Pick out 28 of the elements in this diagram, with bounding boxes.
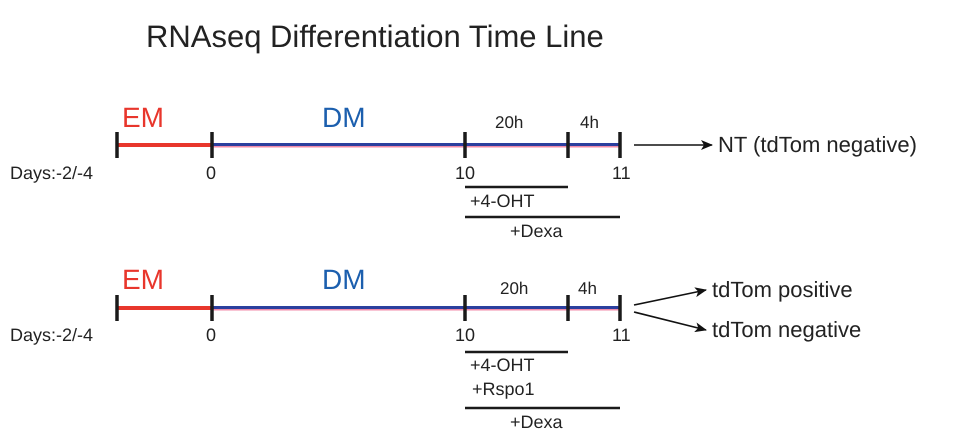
timeline-label: 11 [612,326,631,344]
outcome-label: NT (tdTom negative) [718,131,917,159]
arrow [634,287,707,306]
timeline-label: 0 [206,164,216,182]
timeline-label: Days:-2/-4 [10,326,94,344]
medium-label: DM [322,266,366,294]
timeline-label: +Dexa [510,413,563,431]
medium-label: EM [122,104,164,132]
medium-label: EM [122,266,164,294]
timeline-label: 4h [580,114,599,131]
arrow [634,140,713,150]
timeline-label: Days:-2/-4 [10,164,94,182]
outcome-label: tdTom positive [712,276,853,304]
timeline-label: +4-OHT [470,356,535,374]
timeline-label: 20h [495,114,524,131]
timeline-label: 10 [455,164,476,182]
timeline-label: 10 [455,326,476,344]
title: RNAseq Differentiation Time Line [146,18,604,56]
arrow [634,311,707,332]
timeline-label: +Rspo1 [472,380,535,398]
timeline-label: +Dexa [510,222,563,240]
outcome-label: tdTom negative [712,316,862,344]
timeline-label: 0 [206,326,216,344]
timeline-label: +4-OHT [470,192,535,210]
timeline-label: 20h [500,280,528,297]
timeline-label: 4h [578,280,597,297]
medium-label: DM [322,104,366,132]
timeline-label: 11 [612,164,631,182]
